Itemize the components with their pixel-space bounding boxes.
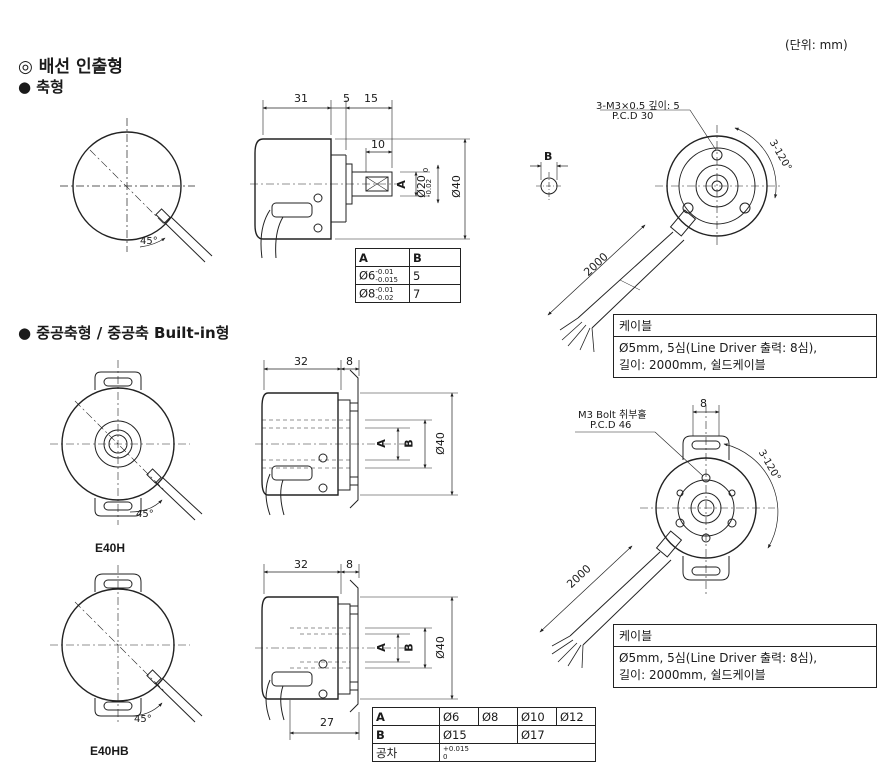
table-row: B Ø15 Ø17 bbox=[372, 725, 596, 744]
cable-box-line1: Ø5mm, 5심(Line Driver 출력: 8심), bbox=[619, 341, 818, 355]
note-m3-bolt: M3 Bolt 취부홀 bbox=[578, 410, 647, 421]
angle-45-e40h: 45° bbox=[136, 509, 154, 520]
page-title: ◎ 배선 인출형 bbox=[18, 57, 123, 77]
e40h-front-view bbox=[50, 360, 203, 525]
hollow-table-tol-label: 공차 bbox=[372, 743, 440, 762]
e40hb-label-a: A bbox=[374, 643, 388, 652]
model-label-e40h: E40H bbox=[95, 541, 126, 555]
dim-dia20-tol-bot: -0.02 bbox=[425, 178, 434, 198]
cable-box-line1: Ø5mm, 5심(Line Driver 출력: 8심), bbox=[619, 651, 818, 665]
table-row: A Ø6 Ø8 Ø10 Ø12 bbox=[372, 707, 596, 726]
shaft-table-head-a: A bbox=[355, 248, 410, 267]
shaft-table-cell: Ø6-0.01-0.015 bbox=[355, 266, 410, 285]
dim-8-hole: 8 bbox=[700, 397, 707, 410]
dim-15: 15 bbox=[364, 92, 378, 105]
note-m3-tap: 3-M3×0.5 깊이: 5 bbox=[596, 101, 680, 112]
angle-45-e40hb: 45° bbox=[134, 714, 152, 725]
e40h-side-view bbox=[255, 360, 458, 516]
section-heading-shaft: ● 축형 bbox=[18, 78, 64, 96]
e40h-label-b: B bbox=[402, 439, 416, 448]
shaft-rear-view bbox=[547, 109, 780, 353]
e40hb-front-view bbox=[50, 565, 203, 725]
e40h-label-a: A bbox=[374, 439, 388, 448]
hollow-table-cell: Ø6 bbox=[439, 707, 479, 726]
e40hb-label-b: B bbox=[402, 643, 416, 652]
e40hb-side-view bbox=[255, 564, 458, 740]
cable-box-title: 케이블 bbox=[614, 625, 876, 647]
detail-label-b: B bbox=[544, 150, 553, 163]
hollow-table-head-a: A bbox=[372, 707, 440, 726]
angle-45-shaft: 45° bbox=[140, 236, 158, 247]
table-row: Ø8-0.01-0.02 7 bbox=[355, 284, 461, 303]
hollow-table-cell: Ø12 bbox=[556, 707, 596, 726]
dim-27: 27 bbox=[320, 716, 334, 729]
shaft-table-cell: 7 bbox=[409, 284, 461, 303]
hollow-table-cell: Ø8 bbox=[478, 707, 518, 726]
note-pcd46: P.C.D 46 bbox=[590, 420, 632, 431]
shaft-table-head-b: B bbox=[409, 248, 461, 267]
dim-5: 5 bbox=[343, 92, 350, 105]
hollow-table-cell: Ø17 bbox=[517, 725, 596, 744]
cable-box-title: 케이블 bbox=[614, 315, 876, 337]
shaft-table-cell: 5 bbox=[409, 266, 461, 285]
hollow-table-cell: Ø15 bbox=[439, 725, 518, 744]
hollow-table-cell: Ø10 bbox=[517, 707, 557, 726]
dim-31: 31 bbox=[294, 92, 308, 105]
shaft-b-detail bbox=[530, 162, 568, 200]
dim-32-e40h: 32 bbox=[294, 355, 308, 368]
model-label-e40hb: E40HB bbox=[90, 744, 129, 758]
dim-8-e40hb: 8 bbox=[346, 558, 353, 571]
shaft-side-view bbox=[250, 100, 470, 259]
section-heading-hollow: ● 중공축형 / 중공축 Built-in형 bbox=[18, 324, 230, 342]
note-pcd30: P.C.D 30 bbox=[612, 111, 654, 122]
cable-box-line2: 길이: 2000mm, 쉴드케이블 bbox=[619, 358, 766, 372]
unit-note: (단위: mm) bbox=[785, 38, 848, 52]
dim-dia40-e40h: Ø40 bbox=[433, 432, 447, 455]
dim-dia40-e40hb: Ø40 bbox=[433, 636, 447, 659]
shaft-label-a: A bbox=[394, 180, 408, 189]
dim-8-e40h: 8 bbox=[346, 355, 353, 368]
hollow-table-head-b: B bbox=[372, 725, 440, 744]
shaft-spec-table: A B Ø6-0.01-0.015 5 Ø8-0.01-0.02 7 bbox=[355, 248, 461, 303]
dim-32-e40hb: 32 bbox=[294, 558, 308, 571]
dim-dia20-tol-top: 0 bbox=[422, 167, 431, 173]
table-row: Ø6-0.01-0.015 5 bbox=[355, 266, 461, 285]
cable-spec-box-shaft: 케이블 Ø5mm, 5심(Line Driver 출력: 8심), 길이: 200… bbox=[613, 314, 877, 378]
cable-spec-box-hollow: 케이블 Ø5mm, 5심(Line Driver 출력: 8심), 길이: 200… bbox=[613, 624, 877, 688]
shaft-table-cell: Ø8-0.01-0.02 bbox=[355, 284, 410, 303]
cable-box-line2: 길이: 2000mm, 쉴드케이블 bbox=[619, 668, 766, 682]
dim-10: 10 bbox=[371, 138, 385, 151]
dim-dia40-shaft: Ø40 bbox=[449, 175, 463, 198]
shaft-front-view bbox=[60, 118, 213, 263]
hollow-rear-view bbox=[539, 405, 779, 669]
